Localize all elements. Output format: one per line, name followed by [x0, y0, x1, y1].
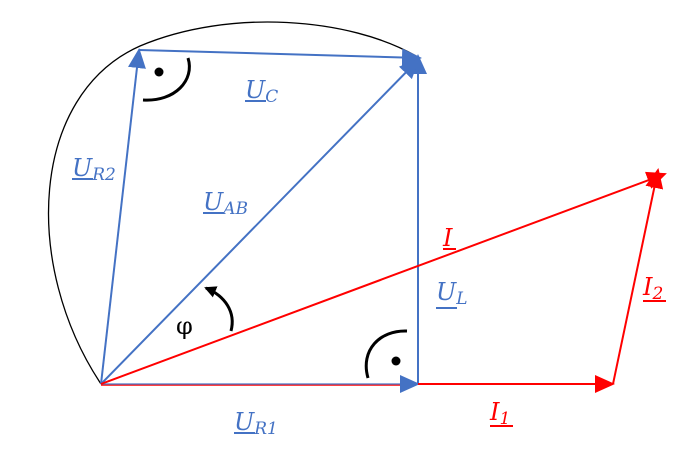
phasor-uab [100, 58, 420, 385]
phasor-ur2 [100, 48, 146, 385]
phasor-i2 [612, 168, 664, 385]
label-uab: UAB [203, 188, 248, 219]
svg-text:UAB: UAB [203, 188, 248, 219]
label-ur2: UR2 [72, 154, 116, 185]
svg-text:I: I [442, 224, 453, 252]
label-uc: UC [245, 76, 278, 107]
label-i2: I2 [642, 273, 666, 304]
label-i: I [442, 224, 456, 252]
svg-text:UR2: UR2 [72, 154, 116, 185]
svg-text:I1: I1 [489, 398, 510, 429]
svg-text:UC: UC [245, 76, 278, 107]
right-angle-dot-bottom [391, 356, 401, 366]
label-i1: I1 [489, 398, 513, 429]
svg-text:UR1: UR1 [234, 408, 278, 439]
label-phi: φ [176, 312, 193, 340]
label-ul: UL [436, 278, 468, 309]
phasor-i [100, 171, 667, 385]
right-angle-dot-top [154, 67, 164, 77]
svg-text:I2: I2 [642, 273, 663, 304]
label-ur1: UR1 [234, 408, 278, 439]
phi-angle-arrow [204, 286, 234, 332]
svg-text:UL: UL [436, 278, 468, 309]
phasor-uc [138, 48, 422, 67]
right-angle-mark-top [142, 57, 191, 102]
right-angle-mark-bottom [364, 329, 408, 379]
